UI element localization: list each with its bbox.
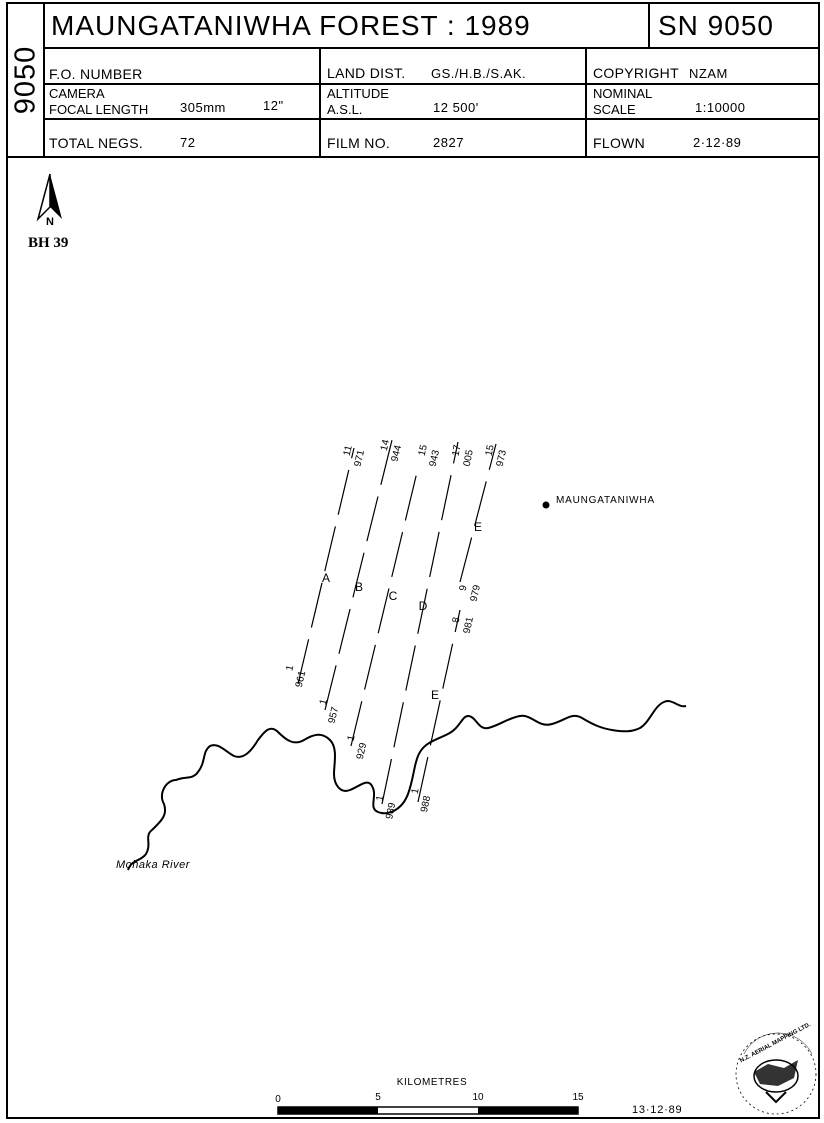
map-canvas: N BH 39 MAUNGATANIWHA Mohaka River A B C… xyxy=(28,173,817,1116)
company-seal-icon: N.Z. AERIAL MAPPING LTD. xyxy=(735,1022,817,1115)
scale-bar: KILOMETRES 0 5 10 15 xyxy=(275,1077,584,1115)
film-no-label: FILM NO. xyxy=(327,135,391,151)
line-a-start-number: 1 xyxy=(284,664,296,672)
line-d-start-neg: 989 xyxy=(384,801,398,820)
sheet-number-cell: SN 9050 xyxy=(648,4,818,47)
scale-cell: NOMINAL SCALE 1:10000 xyxy=(585,85,818,118)
title-row: MAUNGATANIWHA FOREST : 1989 SN 9050 xyxy=(45,4,818,49)
flight-line-labels: 1 961 11 971 1 957 14 944 1 929 15 xyxy=(284,438,509,820)
title-block: 9050 MAUNGATANIWHA FOREST : 1989 SN 9050… xyxy=(8,4,818,158)
river-label: Mohaka River xyxy=(116,859,191,871)
place-marker-icon xyxy=(542,501,550,509)
grid-reference: BH 39 xyxy=(28,235,68,251)
scale-label: SCALE xyxy=(593,102,636,117)
map-sheet: 9050 MAUNGATANIWHA FOREST : 1989 SN 9050… xyxy=(6,2,820,1119)
film-no-value: 2827 xyxy=(433,135,464,150)
north-arrow-icon: N xyxy=(36,173,62,228)
line-e-end-neg: 973 xyxy=(495,449,509,468)
line-a-end-number: 11 xyxy=(342,444,355,457)
compiled-date: 13·12·89 xyxy=(632,1104,682,1116)
line-a-start-neg: 961 xyxy=(294,669,309,688)
camera-row: CAMERA FOCAL LENGTH 305mm 12" ALTITUDE A… xyxy=(45,85,818,120)
flight-line-letters: A B C D E E xyxy=(322,520,482,702)
camera-label: CAMERA xyxy=(49,86,105,101)
land-dist-value: GS./H.B./S.AK. xyxy=(431,66,527,81)
flight-line-a xyxy=(297,447,355,685)
flight-line-e2 xyxy=(459,443,497,583)
asl-label: A.S.L. xyxy=(327,102,363,117)
line-e-mid-end-number: 8 xyxy=(451,616,463,624)
line-letter-e-lower: E xyxy=(431,688,439,702)
scale-tick-0: 0 xyxy=(275,1094,281,1105)
line-letter-e-upper: E xyxy=(474,520,482,534)
line-letter-c: C xyxy=(389,589,398,603)
altitude-value: 12 500' xyxy=(433,100,479,115)
north-label: N xyxy=(46,216,54,228)
nominal-label: NOMINAL xyxy=(593,86,653,101)
line-e-start-number: 1 xyxy=(410,787,422,795)
line-b-end-number: 14 xyxy=(379,438,392,452)
line-e-mid-start-number: 9 xyxy=(458,584,470,592)
land-dist-cell: LAND DIST. GS./H.B./S.AK. xyxy=(319,49,587,83)
flown-cell: FLOWN 2·12·89 xyxy=(585,120,818,156)
copyright-label: COPYRIGHT xyxy=(593,65,679,81)
flown-value: 2·12·89 xyxy=(693,135,742,150)
line-c-end-number: 15 xyxy=(417,443,430,457)
focal-length-inches: 12" xyxy=(263,98,284,113)
altitude-cell: ALTITUDE A.S.L. 12 500' xyxy=(319,85,587,118)
line-e-start-neg: 988 xyxy=(419,794,433,813)
line-c-start-number: 1 xyxy=(346,734,358,742)
scale-tick-15: 15 xyxy=(572,1092,584,1103)
line-d-end-number: 17 xyxy=(451,444,464,457)
line-e-end-number: 15 xyxy=(484,443,497,457)
scale-value: 1:10000 xyxy=(695,100,746,115)
fo-number-label: F.O. NUMBER xyxy=(49,66,143,82)
line-e-mid-start-neg: 979 xyxy=(469,584,483,603)
copyright-value: NZAM xyxy=(689,66,728,81)
line-d-start-number: 1 xyxy=(375,794,387,802)
altitude-label: ALTITUDE xyxy=(327,86,389,101)
line-b-start-number: 1 xyxy=(318,698,330,706)
film-no-cell: FILM NO. 2827 xyxy=(319,120,587,156)
scale-tick-10: 10 xyxy=(472,1092,484,1103)
flight-line-e1 xyxy=(417,609,461,803)
flight-line-b xyxy=(324,439,393,711)
total-negs-label: TOTAL NEGS. xyxy=(49,135,144,151)
fo-row: F.O. NUMBER LAND DIST. GS./H.B./S.AK. CO… xyxy=(45,49,818,85)
negs-row: TOTAL NEGS. 72 FILM NO. 2827 FLOWN 2·12·… xyxy=(45,120,818,156)
line-letter-a: A xyxy=(322,571,330,585)
line-c-start-neg: 929 xyxy=(355,741,370,760)
line-letter-d: D xyxy=(419,599,428,613)
focal-length-mm: 305mm xyxy=(180,100,226,115)
line-e-mid-end-neg: 981 xyxy=(462,616,476,635)
land-dist-label: LAND DIST. xyxy=(327,65,406,81)
line-letter-b: B xyxy=(355,580,363,594)
flight-line-c xyxy=(350,467,419,747)
scale-tick-5: 5 xyxy=(375,1092,381,1103)
copyright-cell: COPYRIGHT NZAM xyxy=(585,49,818,83)
flown-label: FLOWN xyxy=(593,135,646,151)
line-b-end-neg: 944 xyxy=(389,444,404,463)
sheet-number: SN 9050 xyxy=(658,10,774,41)
flight-line-d xyxy=(381,441,459,805)
mohaka-river xyxy=(127,700,687,871)
line-d-end-neg: 005 xyxy=(462,448,476,467)
total-negs-value: 72 xyxy=(180,135,196,150)
place-label: MAUNGATANIWHA xyxy=(556,495,655,506)
side-sheet-id: 9050 xyxy=(8,4,45,156)
focal-length-label: FOCAL LENGTH xyxy=(49,102,149,117)
line-a-end-neg: 971 xyxy=(353,449,368,468)
line-b-start-neg: 957 xyxy=(327,705,342,724)
scale-bar-title: KILOMETRES xyxy=(397,1077,467,1088)
line-c-end-neg: 943 xyxy=(428,449,443,468)
map-title: MAUNGATANIWHA FOREST : 1989 xyxy=(51,10,531,41)
flight-lines xyxy=(297,439,497,805)
